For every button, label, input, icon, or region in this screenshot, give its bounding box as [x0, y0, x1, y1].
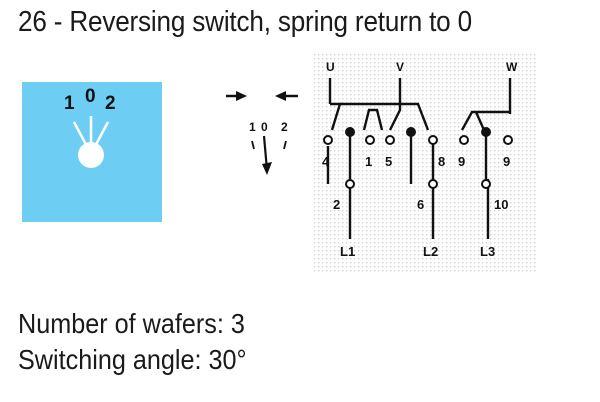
phase-label-u: U — [326, 60, 335, 74]
mark-position-2: 2 — [281, 120, 288, 134]
terminal-9a: 9 — [458, 154, 465, 169]
wiring-lines — [326, 78, 512, 239]
terminal-8: 8 — [438, 154, 445, 169]
wiring-schematic: 1 0 2 U V W — [214, 54, 536, 272]
switching-angle: Switching angle: 30° — [18, 344, 247, 375]
specifications: Number of wafers: 3 Switching angle: 30° — [18, 306, 247, 378]
mark-position-0: 0 — [261, 120, 268, 134]
terminal-10: 10 — [494, 197, 508, 212]
terminal-6: 6 — [417, 197, 424, 212]
phase-label-v: V — [396, 60, 404, 74]
right-arrow-icon — [226, 91, 247, 101]
dial-graphic: 1 0 2 — [64, 86, 116, 168]
phase-label-w: W — [506, 60, 518, 74]
dial-knob — [78, 142, 104, 168]
mark-position-1: 1 — [249, 120, 256, 134]
dial-position-0: 0 — [85, 86, 96, 107]
terminal-5: 5 — [385, 154, 392, 169]
dial-position-2: 2 — [105, 93, 116, 114]
dial-position-1: 1 — [64, 93, 75, 114]
left-arrow-icon — [275, 91, 298, 101]
rotation-indicator — [251, 135, 287, 175]
terminal-1: 1 — [365, 154, 372, 169]
contact-points — [323, 127, 513, 189]
line-label-l2: L2 — [423, 244, 438, 259]
terminal-4: 4 — [322, 154, 330, 169]
line-label-l3: L3 — [480, 244, 495, 259]
line-label-l1: L1 — [340, 244, 355, 259]
wafer-count: Number of wafers: 3 — [18, 308, 245, 339]
terminal-9b: 9 — [503, 154, 510, 169]
schematic-graphic: 1 0 2 U V W — [226, 54, 536, 272]
page-title: 26 - Reversing switch, spring return to … — [18, 6, 472, 38]
terminal-2: 2 — [333, 197, 340, 212]
switch-dial-plate: 1 0 2 — [22, 82, 162, 222]
